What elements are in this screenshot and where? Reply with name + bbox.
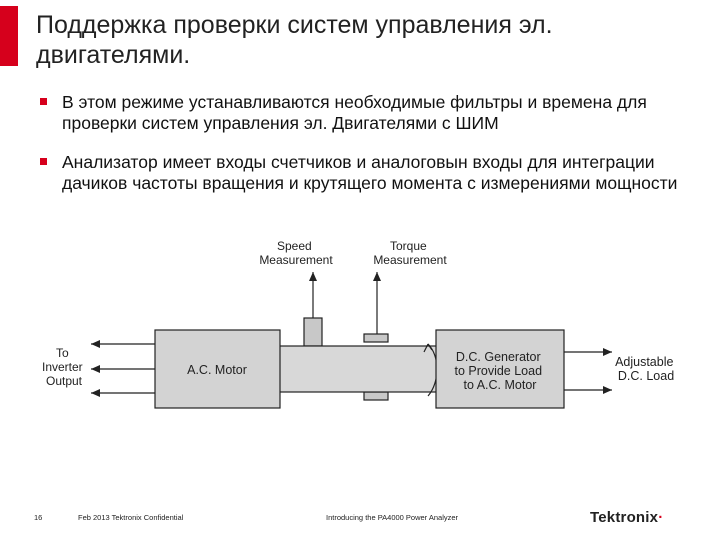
torque-measurement-label: Torque Measurement <box>373 239 447 267</box>
adjustable-load-label: Adjustable D.C. Load <box>615 355 677 383</box>
slide-title: Поддержка проверки систем управления эл.… <box>36 11 553 69</box>
title-accent-bar <box>0 6 18 66</box>
dc-generator-box <box>435 329 565 409</box>
ac-motor-label: A.C. Motor <box>187 363 247 377</box>
page-number: 16 <box>34 513 43 522</box>
bullet-list: В этом режиме устанавливаются необходимы… <box>40 92 680 212</box>
speed-measurement-label: Speed Measurement <box>259 239 333 267</box>
speed-sensor <box>303 317 323 347</box>
torque-sensor-top <box>363 333 389 343</box>
bullet-text: В этом режиме устанавливаются необходимы… <box>62 92 647 133</box>
bullet-marker <box>40 98 47 105</box>
torque-sensor-bottom <box>363 391 389 401</box>
bullet-item: В этом режиме устанавливаются необходимы… <box>40 92 680 133</box>
to-inverter-output-label: To Inverter Output <box>42 346 86 388</box>
footer-date-confidential: Feb 2013 Tektronix Confidential <box>78 513 184 522</box>
footer-presentation-title: Introducing the PA4000 Power Analyzer <box>326 513 459 522</box>
logo-text: Tektronix <box>590 509 659 526</box>
dc-generator-label: D.C. Generator to Provide Load to A.C. M… <box>454 350 545 392</box>
bullet-text: Анализатор имеет входы счетчиков и анало… <box>62 152 678 193</box>
shaft <box>277 345 439 393</box>
bullet-item: Анализатор имеет входы счетчиков и анало… <box>40 152 680 193</box>
bullet-marker <box>40 158 47 165</box>
tektronix-logo: Tektronix· <box>590 509 664 526</box>
